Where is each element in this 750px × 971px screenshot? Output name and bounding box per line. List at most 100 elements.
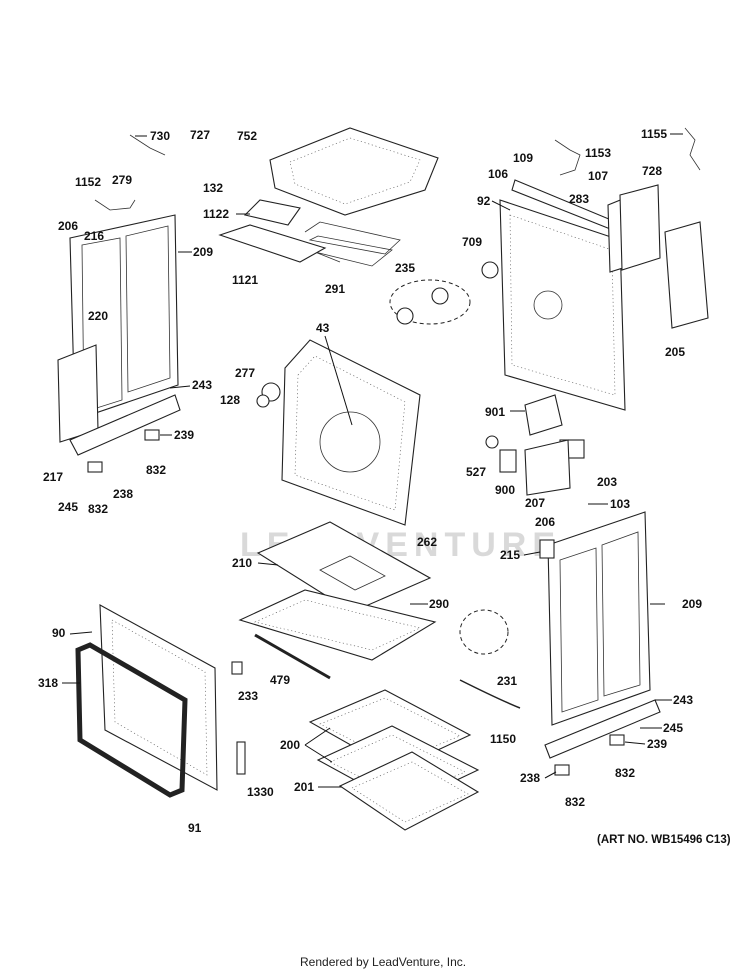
part-239-left	[144, 429, 160, 441]
harness-1150	[459, 679, 521, 709]
insulation-sheet	[57, 344, 99, 443]
callout-291: 291	[325, 282, 345, 296]
part-231-outline	[459, 609, 509, 655]
callout-239-left: 239	[174, 428, 194, 442]
plate-1121	[218, 224, 327, 263]
callout-109: 109	[513, 151, 533, 165]
callout-206: 206	[58, 219, 78, 233]
wire-1153	[554, 139, 581, 176]
left-bottom-bracket	[69, 394, 181, 456]
part-709	[481, 261, 499, 279]
callout-1152: 1152	[75, 175, 101, 189]
broiler-pan	[256, 521, 432, 613]
callout-207: 207	[525, 496, 545, 510]
callout-262: 262	[417, 535, 437, 549]
callout-231: 231	[497, 674, 517, 688]
callout-245-left: 245	[58, 500, 78, 514]
callout-103: 103	[610, 497, 630, 511]
door-gasket	[75, 642, 188, 798]
hinge-1330	[236, 741, 246, 775]
part-832-right	[554, 764, 570, 776]
callout-238-right: 238	[520, 771, 540, 785]
callout-832-right-bottom: 832	[565, 795, 585, 809]
callout-900: 900	[495, 483, 515, 497]
art-number: (ART NO. WB15496 C13)	[597, 834, 731, 846]
callout-283: 283	[569, 192, 589, 206]
callout-210: 210	[232, 556, 252, 570]
light-lens	[431, 287, 449, 305]
part-900	[499, 449, 517, 473]
callout-1122: 1122	[203, 207, 229, 221]
callout-1153: 1153	[585, 146, 611, 160]
callout-318: 318	[38, 676, 58, 690]
right-side-panel	[547, 511, 651, 726]
callout-238-left: 238	[113, 487, 133, 501]
light-socket	[396, 307, 414, 325]
terminal-box	[664, 221, 709, 329]
callout-233: 233	[238, 689, 258, 703]
cooktop-top-panel	[269, 127, 439, 216]
callout-1155: 1155	[641, 127, 667, 141]
bracket-1122	[243, 199, 301, 226]
callout-730: 730	[150, 129, 170, 143]
callout-128: 128	[220, 393, 240, 407]
part-832-left	[87, 461, 103, 473]
wire-1152	[94, 199, 136, 211]
callout-901: 901	[485, 405, 505, 419]
callout-215: 215	[500, 548, 520, 562]
ring-128	[256, 394, 270, 408]
broil-element	[304, 221, 401, 267]
callout-527: 527	[466, 465, 486, 479]
callout-200: 200	[280, 738, 300, 752]
housing-207	[524, 439, 571, 496]
callout-479: 479	[270, 673, 290, 687]
footer-credit: Rendered by LeadVenture, Inc.	[300, 955, 466, 969]
part-239-right	[609, 734, 625, 746]
callout-832-right-top: 832	[615, 766, 635, 780]
part-527	[485, 435, 499, 449]
callout-709: 709	[462, 235, 482, 249]
callout-216: 216	[84, 229, 104, 243]
callout-92: 92	[477, 194, 491, 208]
right-bottom-bracket	[544, 699, 661, 759]
callouts: 730 727 752 132 1152 279 206 216 209 112…	[38, 127, 702, 835]
bracket-901	[524, 394, 563, 436]
part-shapes	[57, 127, 709, 831]
callout-90: 90	[52, 626, 66, 640]
callout-290: 290	[429, 597, 449, 611]
callout-727: 727	[190, 128, 210, 142]
callout-243-right: 243	[673, 693, 693, 707]
front-frame	[99, 604, 218, 791]
callout-209-right: 209	[682, 597, 702, 611]
rack-assembly	[238, 589, 437, 661]
board-cover	[619, 184, 661, 271]
callout-832-left-bottom: 832	[88, 502, 108, 516]
callout-132: 132	[203, 181, 223, 195]
callout-277: 277	[235, 366, 255, 380]
callout-220: 220	[88, 309, 108, 323]
callout-209-left: 209	[193, 245, 213, 259]
callout-752: 752	[237, 129, 257, 143]
callout-235: 235	[395, 261, 415, 275]
rod-479	[254, 633, 331, 680]
callout-1330: 1330	[247, 785, 274, 799]
callout-106: 106	[488, 167, 508, 181]
wire-1155	[684, 127, 701, 171]
callout-43: 43	[316, 321, 330, 335]
callout-201: 201	[294, 780, 314, 794]
callout-245-right: 245	[663, 721, 683, 735]
part-215	[539, 539, 555, 559]
rear-panel	[499, 199, 626, 411]
oven-liner	[281, 339, 421, 526]
callout-206-right: 206	[535, 515, 555, 529]
wire-730	[129, 134, 166, 156]
callout-1150: 1150	[490, 732, 516, 746]
part-233	[231, 661, 243, 675]
callout-203: 203	[597, 475, 617, 489]
callout-1121: 1121	[232, 273, 258, 287]
callout-279: 279	[112, 173, 132, 187]
callout-107: 107	[588, 169, 608, 183]
callout-217: 217	[43, 470, 63, 484]
callout-728: 728	[642, 164, 662, 178]
